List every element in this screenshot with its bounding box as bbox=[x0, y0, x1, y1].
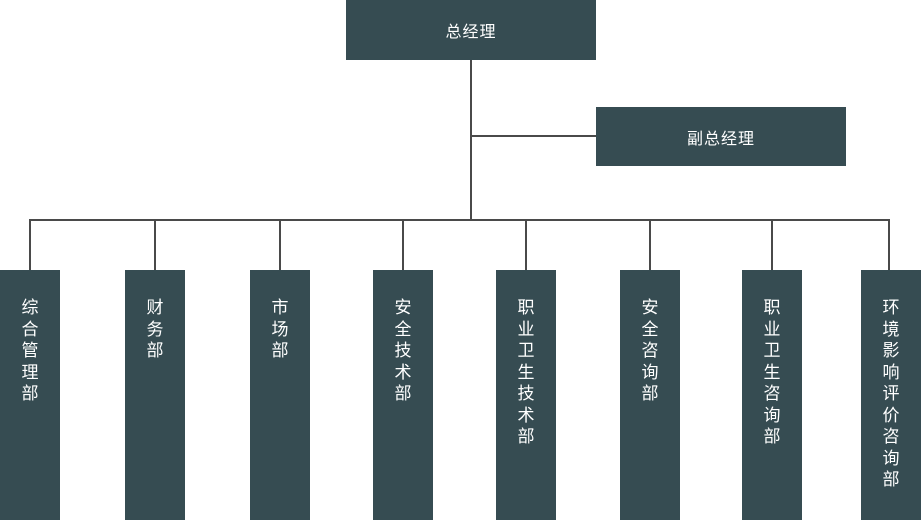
department-box: 安全咨询部 bbox=[620, 270, 680, 520]
department-box: 财务部 bbox=[125, 270, 185, 520]
connector-drop bbox=[649, 219, 651, 270]
deputy-general-manager-box: 副总经理 bbox=[596, 107, 846, 166]
department-label: 综合管理部 bbox=[21, 298, 39, 404]
department-label: 市场部 bbox=[271, 298, 289, 361]
department-label: 环境影响评价咨询部 bbox=[882, 298, 900, 490]
connector-drop bbox=[279, 219, 281, 270]
department-label: 财务部 bbox=[146, 298, 164, 361]
department-label: 安全技术部 bbox=[394, 298, 412, 404]
connector-drop bbox=[771, 219, 773, 270]
connector-trunk bbox=[470, 60, 472, 221]
connector-drop bbox=[29, 219, 31, 270]
department-box: 综合管理部 bbox=[0, 270, 60, 520]
deputy-general-manager-label: 副总经理 bbox=[686, 128, 755, 148]
general-manager-box: 总经理 bbox=[346, 0, 596, 60]
connector-drop bbox=[888, 219, 890, 270]
connector-deputy bbox=[470, 135, 596, 137]
department-box: 职业卫生技术部 bbox=[496, 270, 556, 520]
connector-drop bbox=[525, 219, 527, 270]
connector-drop bbox=[154, 219, 156, 270]
department-label: 职业卫生技术部 bbox=[517, 298, 535, 447]
department-box: 安全技术部 bbox=[373, 270, 433, 520]
general-manager-label: 总经理 bbox=[445, 22, 497, 41]
connector-drop bbox=[402, 219, 404, 270]
connector-bus bbox=[29, 219, 890, 221]
department-label: 职业卫生咨询部 bbox=[763, 298, 781, 447]
department-box: 环境影响评价咨询部 bbox=[861, 270, 921, 520]
department-label: 安全咨询部 bbox=[641, 298, 659, 404]
department-box: 市场部 bbox=[250, 270, 310, 520]
department-box: 职业卫生咨询部 bbox=[742, 270, 802, 520]
